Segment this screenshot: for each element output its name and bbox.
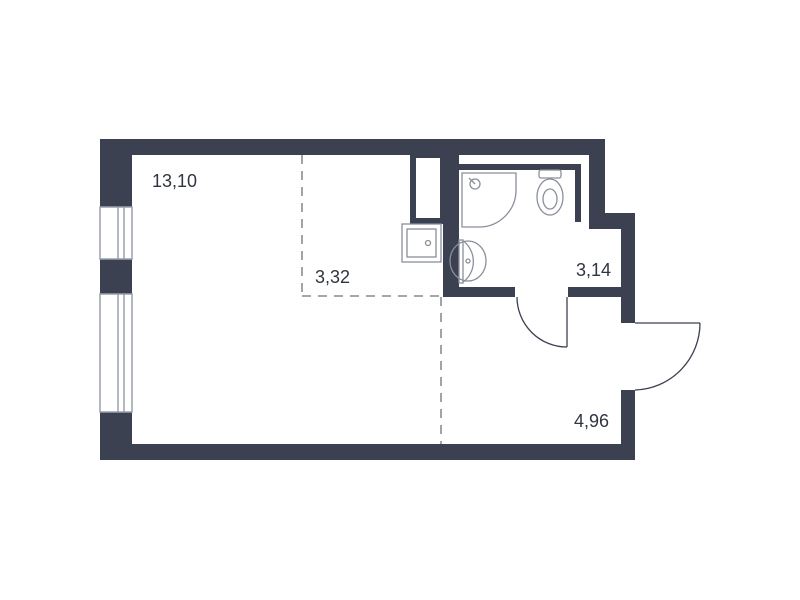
window-lower xyxy=(99,293,133,413)
wall-left-mid xyxy=(100,259,132,294)
wall-top xyxy=(100,139,605,155)
area-labels: 13,10 3,32 3,14 4,96 xyxy=(152,171,611,431)
wall-bottom xyxy=(100,444,635,460)
hallway-area: 4,96 xyxy=(574,411,609,431)
vent-shaft xyxy=(410,152,446,224)
bathroom-inner-top xyxy=(459,164,581,170)
wall-right-upper xyxy=(589,139,605,229)
bathroom-partition-left xyxy=(443,155,459,297)
kitchen-area: 3,32 xyxy=(315,267,350,287)
living-room-area: 13,10 xyxy=(152,171,197,191)
fixtures xyxy=(401,169,564,284)
bathroom-door[interactable] xyxy=(516,296,568,348)
wall-right-entrance-bottom xyxy=(621,390,635,460)
shower-icon xyxy=(461,172,517,228)
walls xyxy=(100,139,635,460)
bathroom-inner-right xyxy=(575,164,581,222)
washbasin-icon xyxy=(449,239,487,284)
entrance-door[interactable] xyxy=(634,322,701,391)
window-upper xyxy=(99,206,133,260)
wall-left-bottom xyxy=(100,412,132,460)
windows xyxy=(99,206,133,413)
kitchen-sink-icon xyxy=(401,223,442,263)
zone-dividers xyxy=(301,155,443,444)
bathroom-partition-bottom-left xyxy=(443,287,515,297)
bathroom-area: 3,14 xyxy=(576,260,611,280)
toilet-icon xyxy=(536,169,564,216)
wall-right-entrance-top xyxy=(621,213,635,323)
wall-left-top xyxy=(100,139,132,207)
doors xyxy=(516,296,701,391)
bathroom-partition-bottom-right xyxy=(568,287,621,297)
